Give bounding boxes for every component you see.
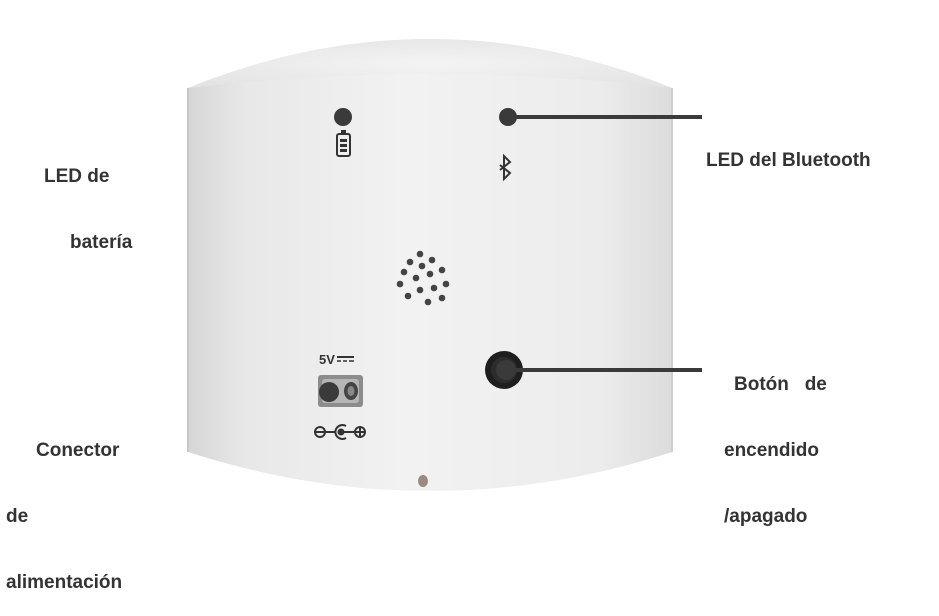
power-button-label-line1: Botón de — [734, 374, 827, 395]
callout-dot-power-connector — [319, 382, 339, 402]
dc-polarity-symbol — [314, 424, 366, 440]
power-button-label-line3: /apagado — [724, 506, 808, 527]
callout-dot-bluetooth-led — [499, 108, 517, 126]
power-connector-label: Conector de alimentación — [6, 396, 122, 616]
voltage-marking: 5V — [319, 352, 354, 367]
power-button-label-line2: encendido — [724, 440, 820, 461]
battery-led-label-line2: batería — [70, 232, 133, 253]
device-scene: 5V — [187, 39, 702, 491]
voltage-text: 5V — [319, 352, 335, 367]
callout-line-power-button — [512, 368, 702, 372]
battery-led-label-line1: LED de — [44, 166, 110, 187]
bottom-indicator — [418, 475, 428, 487]
speaker-grille — [396, 250, 450, 306]
bluetooth-led-label: LED del Bluetooth — [706, 150, 871, 171]
callout-dot-power-button — [496, 360, 516, 380]
device-body — [187, 39, 673, 491]
battery-icon — [336, 130, 351, 157]
battery-led-label: LED de batería — [44, 122, 132, 276]
callout-dot-battery-led — [334, 108, 352, 126]
power-button-label: Botón de encendido /apagado — [724, 330, 827, 550]
callout-line-bluetooth-led — [512, 115, 702, 119]
power-connector-label-line3: alimentación — [6, 572, 123, 593]
power-connector-label-line2: de — [6, 506, 29, 527]
bluetooth-icon — [499, 153, 512, 182]
power-connector-label-line1: Conector — [36, 440, 120, 461]
callouts — [319, 108, 702, 402]
